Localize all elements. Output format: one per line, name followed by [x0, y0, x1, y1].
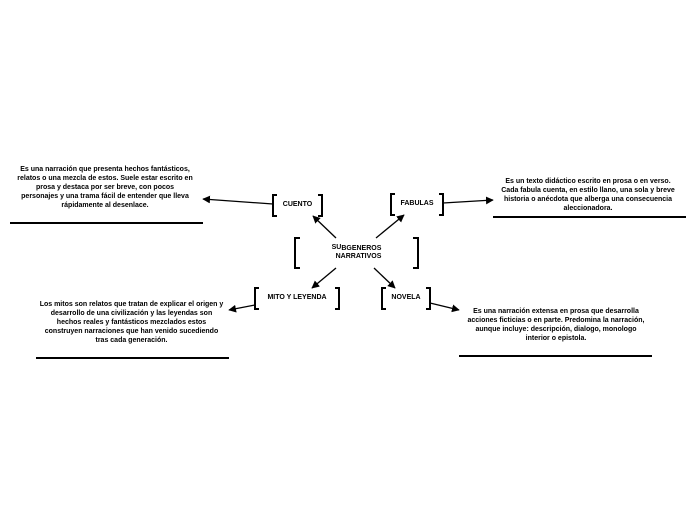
arrow-novela-to-note	[429, 302, 460, 313]
fabulas-right-bracket	[439, 193, 444, 216]
note-mito-y-leyenda[interactable]: Los mitos son relatos que tratan de expl…	[39, 301, 224, 344]
branch-label-fabulas: FABULAS	[400, 200, 434, 208]
mito-right-bracket	[335, 287, 340, 310]
branch-label-cuento: CUENTO	[282, 201, 313, 209]
branch-node-novela[interactable]: NOVELA	[386, 289, 426, 308]
note-cuento[interactable]: Es una narración que presenta hechos fan…	[17, 166, 193, 209]
branch-node-mito-y-leyenda[interactable]: MITO Y LEYENDA	[259, 289, 335, 308]
fabulas-left-bracket	[390, 193, 395, 216]
central-right-bracket	[413, 237, 419, 269]
novela-right-bracket	[426, 287, 431, 310]
note-fabulas[interactable]: Es un texto didáctico escrito en prosa o…	[501, 178, 675, 212]
mito-left-bracket	[254, 287, 259, 310]
arrow-mito-to-note	[228, 304, 256, 313]
branch-label-novela: NOVELA	[391, 294, 421, 302]
novela-left-bracket	[381, 287, 386, 310]
branch-label-mito-y-leyenda: MITO Y LEYENDA	[267, 294, 327, 302]
note-mito-y-leyenda-underline	[36, 357, 229, 359]
note-cuento-underline	[10, 222, 203, 224]
central-node-line1: SUBGENEROS	[331, 243, 382, 252]
arrow-center-to-mito	[311, 267, 337, 289]
note-novela[interactable]: Es una narración extensa en prosa que de…	[467, 308, 645, 342]
arrow-fabulas-to-note	[442, 196, 494, 205]
central-node-line2: NARRATIVOS	[335, 253, 382, 260]
central-node[interactable]: SUBGENEROS NARRATIVOS	[300, 240, 413, 266]
central-left-bracket	[294, 237, 300, 269]
arrow-center-to-novela	[373, 267, 396, 289]
arrow-center-to-cuento	[312, 215, 337, 239]
branch-node-cuento[interactable]: CUENTO	[277, 196, 318, 215]
arrow-center-to-fabulas	[375, 214, 405, 239]
arrow-cuento-to-note	[202, 195, 274, 205]
cuento-right-bracket	[318, 194, 323, 217]
note-fabulas-underline	[493, 216, 686, 218]
branch-node-fabulas[interactable]: FABULAS	[395, 195, 439, 214]
cuento-left-bracket	[272, 194, 277, 217]
note-novela-underline	[459, 355, 652, 357]
